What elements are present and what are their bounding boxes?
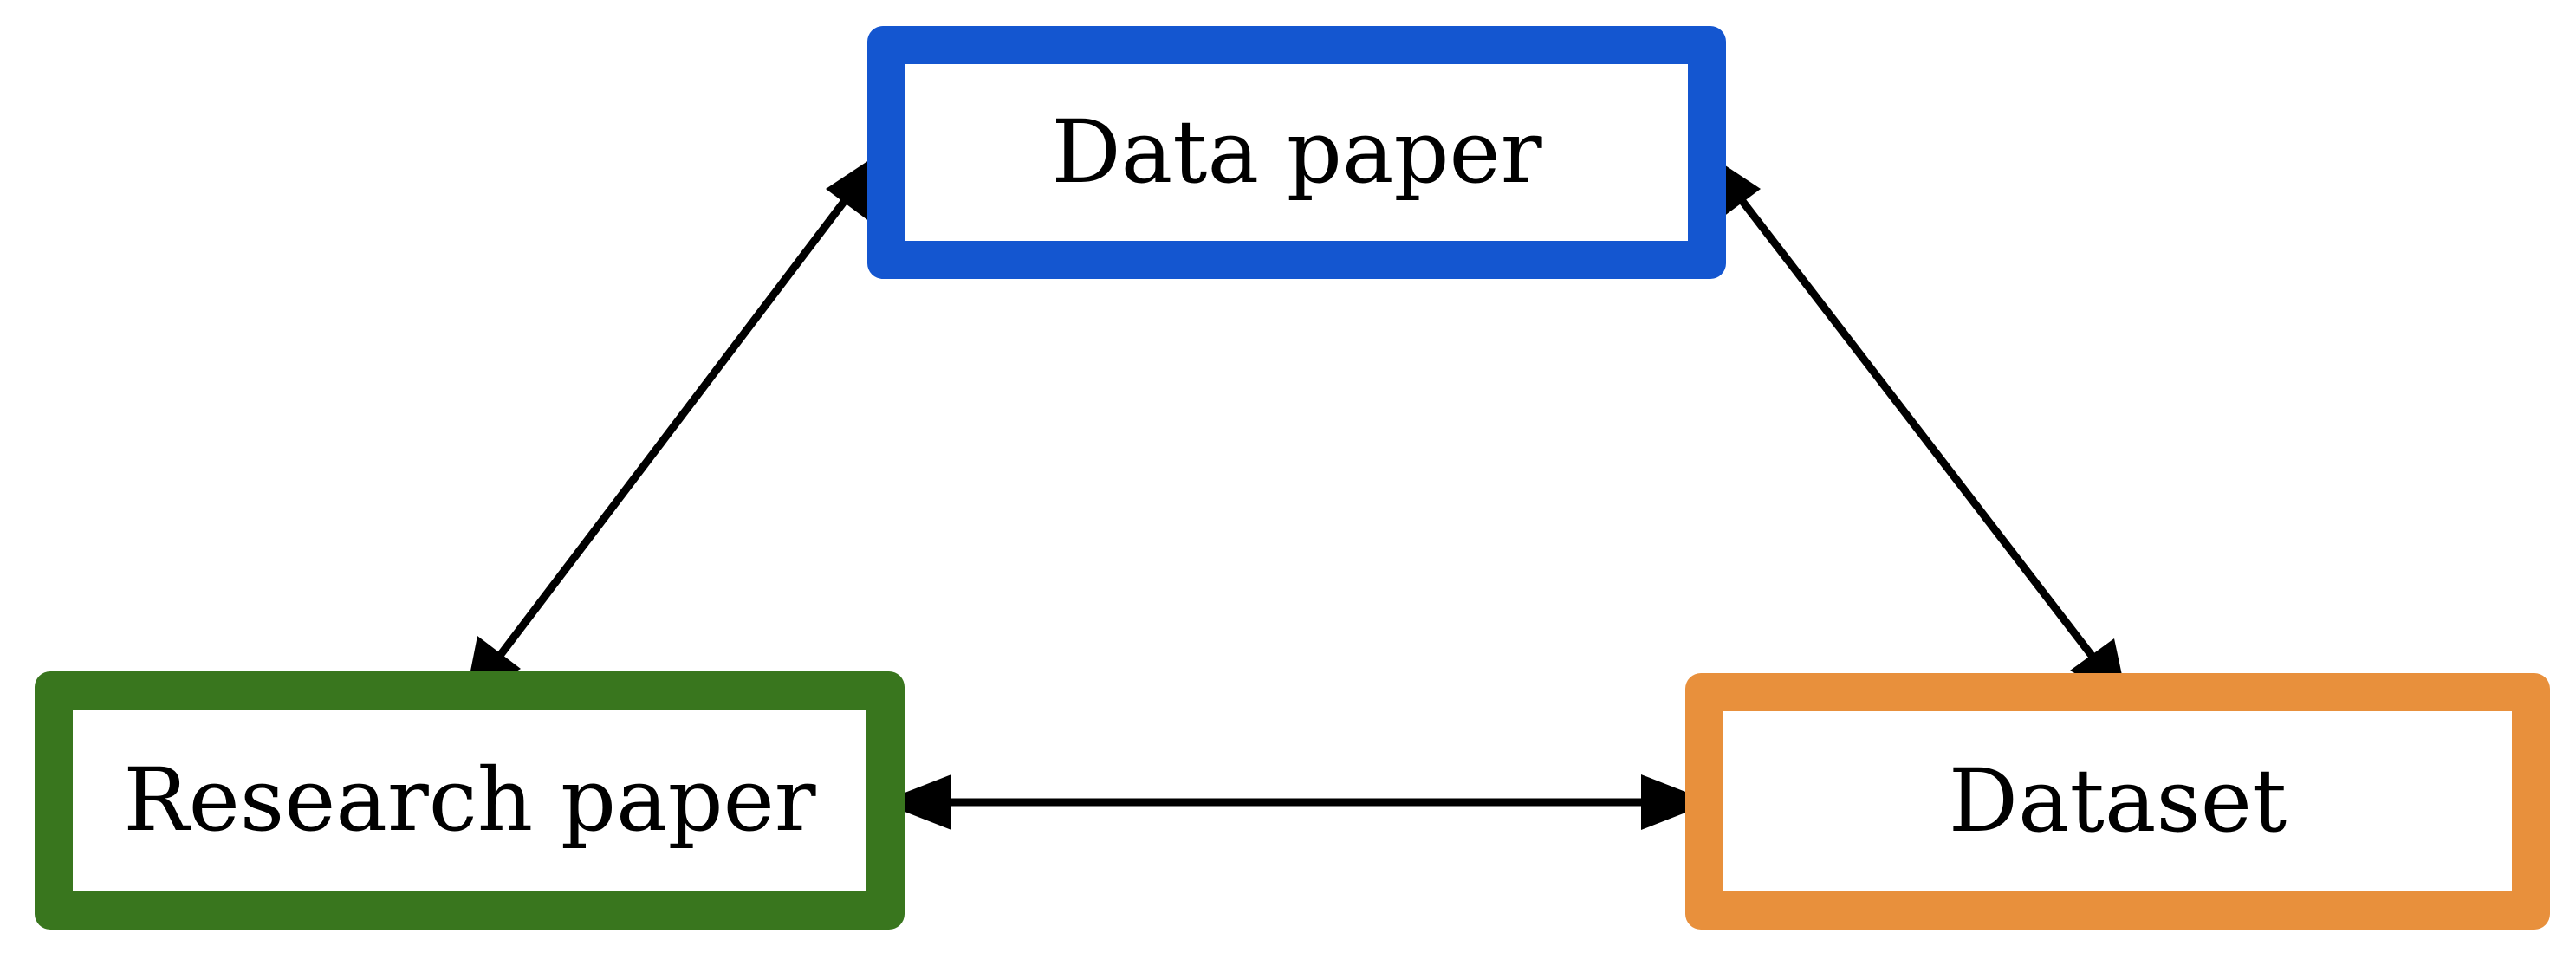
arrowhead-research-paper-right (880, 774, 951, 830)
dataset-label: Dataset (1948, 750, 2287, 852)
research-paper-label: Research paper (123, 749, 816, 851)
research-paper-node: Research paper (35, 671, 905, 930)
dataset-node: Dataset (1685, 673, 2550, 930)
data-paper-node: Data paper (867, 26, 1726, 279)
arrowhead-dataset-left (1641, 774, 1712, 830)
arrow-data-paper-dataset (1710, 160, 2122, 693)
data-paper-label: Data paper (1051, 101, 1542, 203)
arrow-data-paper-research-paper (471, 160, 877, 691)
